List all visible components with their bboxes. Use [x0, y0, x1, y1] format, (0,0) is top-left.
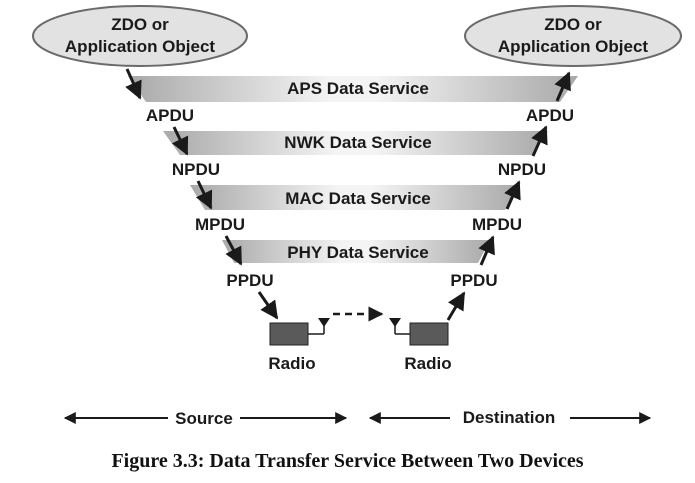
left-arrow-4 [224, 235, 243, 266]
mac-service-label: MAC Data Service [285, 189, 431, 208]
right-arrow-2 [478, 235, 495, 266]
right-antenna-icon [389, 318, 401, 327]
right-flow-arrows [446, 71, 571, 321]
nwk-service-label: NWK Data Service [284, 133, 431, 152]
service-band-nwk: NWK Data Service [163, 131, 548, 155]
right-arrow-3 [504, 180, 521, 210]
right-mpdu-label: MPDU [472, 215, 522, 234]
figure-caption: Figure 3.3: Data Transfer Service Betwee… [111, 450, 584, 472]
destination-label: Destination [463, 408, 556, 427]
left-application-object: ZDO or Application Object [32, 5, 248, 67]
phy-service-label: PHY Data Service [287, 243, 428, 262]
aps-service-label: APS Data Service [287, 79, 429, 98]
left-arrow-3 [195, 180, 213, 210]
left-npdu-label: NPDU [172, 160, 220, 179]
service-band-mac: MAC Data Service [190, 185, 520, 210]
left-radio-label: Radio [268, 354, 315, 373]
left-radio: Radio [268, 318, 330, 373]
right-arrow-5 [554, 71, 571, 102]
right-ppdu-label: PPDU [450, 271, 497, 290]
right-radio: Radio [389, 318, 452, 373]
right-ellipse-line1: ZDO or [544, 15, 602, 34]
left-mpdu-label: MPDU [195, 215, 245, 234]
left-apdu-label: APDU [146, 106, 194, 125]
left-arrow-2 [171, 126, 189, 156]
right-application-object: ZDO or Application Object [464, 5, 682, 67]
right-npdu-label: NPDU [498, 160, 546, 179]
left-ppdu-label: PPDU [226, 271, 273, 290]
left-arrow-5 [257, 291, 279, 320]
service-band-phy: PHY Data Service [222, 240, 490, 263]
left-flow-arrows [125, 68, 279, 320]
left-antenna-icon [318, 318, 330, 327]
right-arrow-4 [531, 125, 548, 157]
left-ellipse-line2: Application Object [65, 37, 216, 56]
right-ellipse-line2: Application Object [498, 37, 649, 56]
service-band-aps: APS Data Service [128, 76, 578, 102]
source-label: Source [175, 409, 233, 428]
left-arrow-1 [125, 68, 142, 100]
right-apdu-label: APDU [526, 106, 574, 125]
right-arrow-1 [446, 291, 466, 321]
left-ellipse-line1: ZDO or [111, 15, 169, 34]
right-radio-label: Radio [404, 354, 451, 373]
